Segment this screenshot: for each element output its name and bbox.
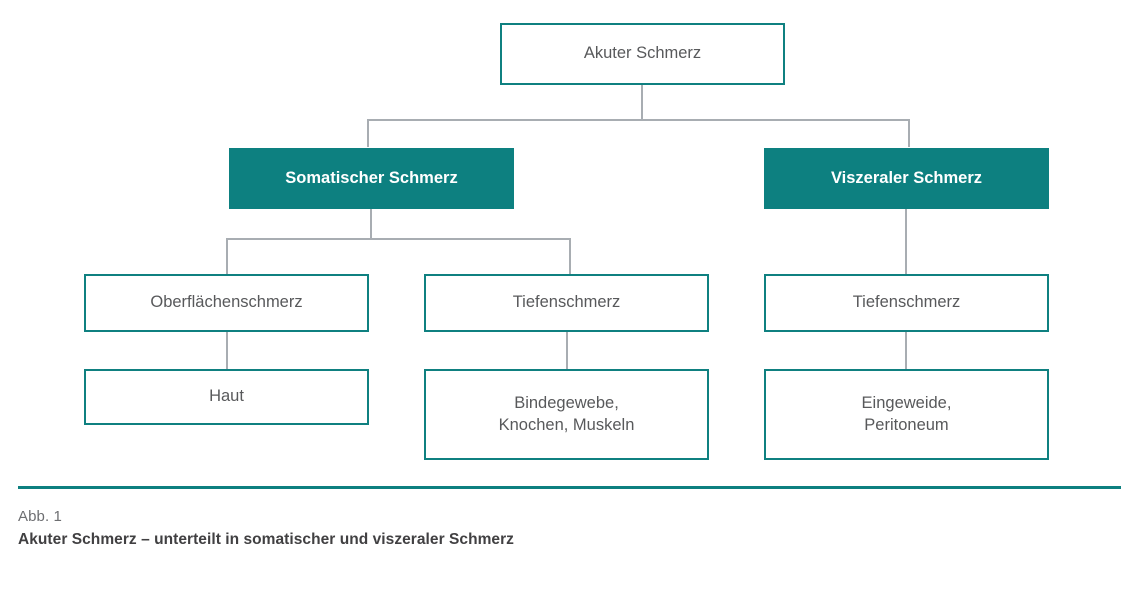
node-label: Somatischer Schmerz xyxy=(285,168,458,187)
connector-viszeral-down xyxy=(905,209,907,275)
node-label: Viszeraler Schmerz xyxy=(830,168,983,187)
node-bindegewebe-knochen-muskeln[interactable]: Bindegewebe, Knochen, Muskeln xyxy=(424,369,709,460)
connector-to-somatisch xyxy=(367,119,369,147)
node-label: Haut xyxy=(209,387,244,406)
node-label: Bindegewebe, Knochen, Muskeln xyxy=(491,393,643,437)
node-eingeweide-peritoneum[interactable]: Eingeweide, Peritoneum xyxy=(764,369,1049,460)
node-somatischer-schmerz[interactable]: Somatischer Schmerz xyxy=(229,148,514,209)
connector-root-down xyxy=(641,85,643,121)
node-tiefenschmerz-viszeral[interactable]: Tiefenschmerz xyxy=(764,274,1049,332)
connector-level3-bus xyxy=(226,238,571,240)
node-akuter-schmerz[interactable]: Akuter Schmerz xyxy=(500,23,785,85)
node-label: Eingeweide, Peritoneum xyxy=(854,393,960,437)
node-label-line-1: Bindegewebe, xyxy=(514,393,619,412)
node-tiefenschmerz-somatisch[interactable]: Tiefenschmerz xyxy=(424,274,709,332)
node-label-line-2: Knochen, Muskeln xyxy=(498,415,635,434)
connector-oberflaechenschmerz-haut xyxy=(226,331,228,369)
connector-to-oberflaechenschmerz xyxy=(226,238,228,275)
node-label: Oberflächenschmerz xyxy=(150,293,303,312)
node-viszeraler-schmerz[interactable]: Viszeraler Schmerz xyxy=(764,148,1049,209)
node-label-line-1: Eingeweide, xyxy=(861,393,952,412)
node-oberflaechenschmerz[interactable]: Oberflächenschmerz xyxy=(84,274,369,332)
node-label-line-2: Peritoneum xyxy=(864,415,949,434)
caption-divider xyxy=(18,486,1121,489)
connector-tiefenschmerz-eingeweide xyxy=(905,331,907,369)
figure-title: Akuter Schmerz – unterteilt in somatisch… xyxy=(18,531,514,548)
node-label: Akuter Schmerz xyxy=(583,44,702,63)
figure-number: Abb. 1 xyxy=(18,508,62,525)
node-label: Tiefenschmerz xyxy=(852,293,961,312)
connector-tiefenschmerz-bindegewebe xyxy=(566,331,568,369)
connector-to-viszeral xyxy=(908,119,910,147)
connector-to-tiefenschmerz-somatisch xyxy=(569,238,571,275)
node-haut[interactable]: Haut xyxy=(84,369,369,425)
connector-somatisch-down xyxy=(370,209,372,240)
connector-level2-bus xyxy=(367,119,910,121)
node-label: Tiefenschmerz xyxy=(512,293,621,312)
figure-caption: Abb. 1 Akuter Schmerz – unterteilt in so… xyxy=(18,508,1118,549)
